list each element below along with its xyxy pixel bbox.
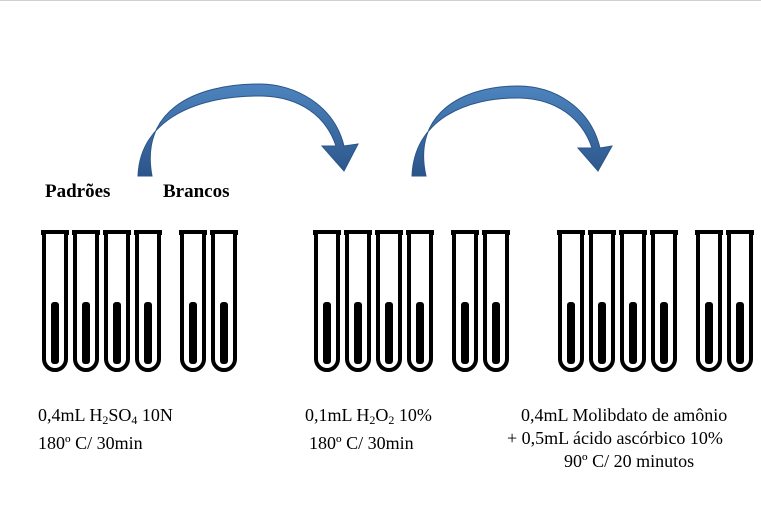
blank-tube-g1-2	[210, 230, 238, 370]
blank-tube-g3-2	[726, 230, 754, 370]
standard-tube-g1-3	[103, 230, 131, 370]
blank-tube-g2-1	[451, 230, 479, 370]
standard-tube-g1-4	[134, 230, 162, 370]
step-3-line-3: 90º C/ 20 minutos	[507, 450, 727, 473]
standard-tube-g2-1	[313, 230, 341, 370]
step-1-reagent: 0,4mL H2SO4 10N	[38, 404, 173, 432]
standard-tube-g2-4	[406, 230, 434, 370]
standards-label: Padrões	[45, 181, 110, 203]
step-2-caption: 0,1mL H2O2 10% 180º C/ 30min	[305, 404, 432, 455]
standard-tube-g1-1	[41, 230, 69, 370]
standard-tube-g3-4	[650, 230, 678, 370]
blank-tube-g1-1	[179, 230, 207, 370]
step-2-condition: 180º C/ 30min	[305, 432, 432, 455]
standard-tube-g2-3	[375, 230, 403, 370]
standard-tube-g3-3	[619, 230, 647, 370]
standard-tube-g3-1	[557, 230, 585, 370]
blanks-label: Brancos	[163, 181, 230, 203]
step-1-condition: 180º C/ 30min	[38, 432, 173, 455]
step-3-line-2: + 0,5mL ácido ascórbico 10%	[507, 427, 727, 450]
standard-tube-g1-2	[72, 230, 100, 370]
step-2-reagent: 0,1mL H2O2 10%	[305, 404, 432, 432]
step-1-caption: 0,4mL H2SO4 10N 180º C/ 30min	[38, 404, 173, 455]
test-tubes	[41, 230, 754, 370]
step-3-line-1: 0,4mL Molibdato de amônio	[507, 404, 727, 427]
standard-tube-g2-2	[344, 230, 372, 370]
arrow-step-2	[412, 86, 612, 176]
arrow-step-1	[138, 84, 358, 176]
blank-tube-g2-2	[482, 230, 510, 370]
step-3-caption: 0,4mL Molibdato de amônio + 0,5mL ácido …	[507, 404, 727, 473]
blank-tube-g3-1	[695, 230, 723, 370]
standard-tube-g3-2	[588, 230, 616, 370]
